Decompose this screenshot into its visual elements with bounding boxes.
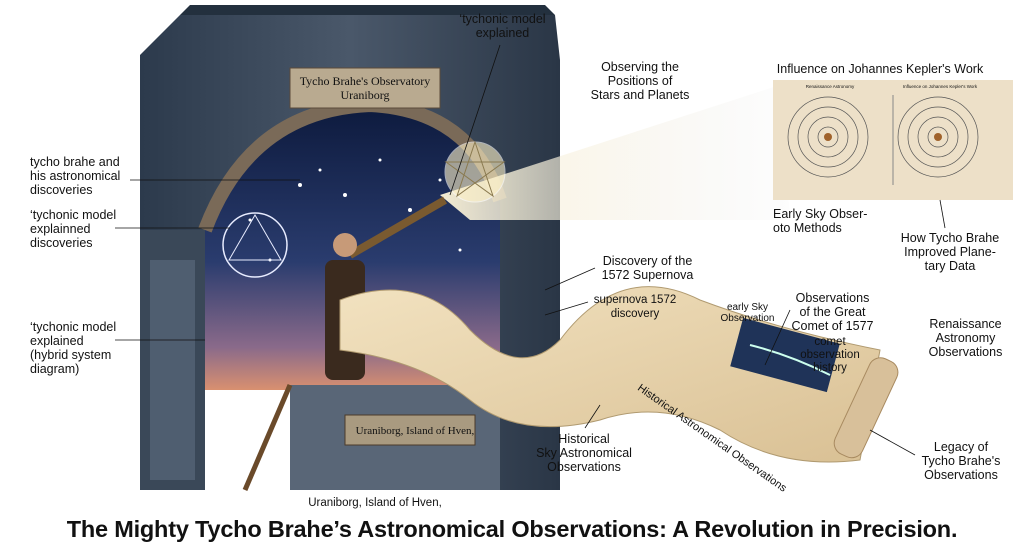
label-tycho-discoveries: tycho brahe and his astronomical discove… — [30, 155, 121, 197]
label-early-methods: Early Sky Obser- oto Methods — [773, 207, 868, 235]
label-historical-sky: Historical Sky Astronomical Observations — [536, 432, 632, 474]
label-supernova-1572: supernova 1572 discovery — [593, 294, 677, 320]
label-uraniborg-caption: Uraniborg, Island of Hven, — [308, 497, 442, 509]
observatory-sign: Tycho Brahe's Observatory Uraniborg — [299, 74, 431, 102]
label-legacy: Legacy of Tycho Brahe's Observations — [921, 440, 1001, 482]
kepler-panel — [773, 80, 1013, 200]
panel-left-title: Renaissance Astronomy — [805, 84, 855, 89]
label-tychonic-top: ‘tychonic model explained — [459, 12, 546, 40]
label-observing-positions: Observing the Positions of Stars and Pla… — [590, 60, 690, 102]
telescope — [347, 196, 448, 259]
label-supernova-discovery: Discovery of the 1572 Supernova — [601, 254, 694, 282]
label-tychonic-hybrid: ‘tychonic model explained (hybrid system… — [30, 320, 117, 376]
stars — [248, 158, 462, 262]
label-tychonic-discoveries: ‘tychonic model explainned discoveries — [30, 208, 117, 250]
panel-heading: Influence on Johannes Kepler's Work — [776, 62, 984, 76]
tychonic-diagram-left — [222, 212, 288, 278]
page-title: The Mighty Tycho Brahe’s Astronomical Ob… — [66, 516, 958, 542]
light-beam — [440, 85, 790, 220]
label-great-comet: Observations of the Great Comet of 1577 — [791, 291, 874, 333]
ladder — [242, 384, 293, 491]
label-improved-data: How Tycho Brahe Improved Plane- tary Dat… — [900, 231, 1000, 273]
label-early-sky-observation: early Sky Observation — [720, 302, 775, 324]
leader-lines — [115, 44, 946, 456]
label-renaissance: Renaissance Astronomy Observations — [928, 317, 1003, 359]
panel-right-title: Influence on Johannes Kepler's Work — [902, 84, 978, 89]
pedestal-plaque: Uraniborg, Island of Hven, — [355, 425, 475, 437]
label-comet-history: comet observation history — [800, 336, 860, 374]
scroll-roll — [833, 357, 899, 459]
star-pentagram — [444, 141, 506, 203]
